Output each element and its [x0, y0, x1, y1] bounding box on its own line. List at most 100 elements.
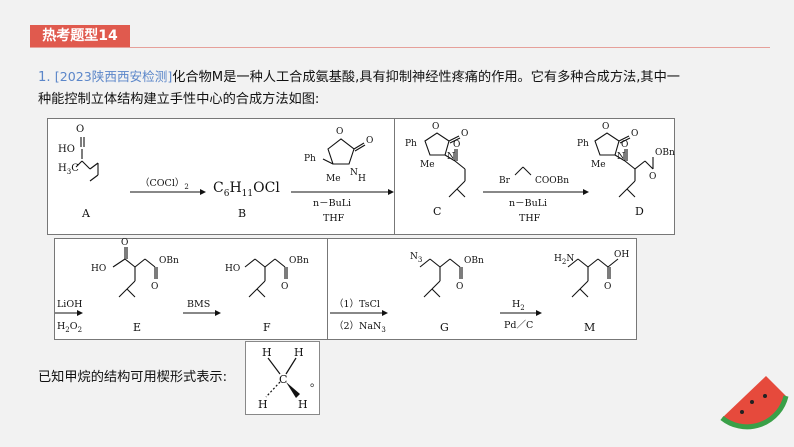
methane-wedge-bond — [286, 382, 300, 398]
atom-h: H — [294, 346, 304, 359]
question-line-2: 种能控制立体结构建立手性中心的合成方法如图: — [38, 92, 320, 107]
atom-ho: HO — [225, 264, 240, 274]
compound-d — [594, 132, 654, 198]
atom-o: O — [456, 282, 463, 292]
arrow-step-3 — [483, 189, 589, 195]
atom-o: O — [649, 172, 656, 182]
atom-h: H — [262, 346, 272, 359]
reagent-pdc: Pd／C — [504, 320, 533, 331]
watermelon-seed — [750, 400, 754, 404]
atom-ho: HO — [91, 264, 106, 274]
atom-o: O — [336, 127, 343, 137]
known-methane-text: 已知甲烷的结构可用楔形式表示: — [38, 370, 228, 385]
atom-obn: OBn — [464, 256, 484, 266]
atom-ph: Ph — [577, 139, 589, 149]
compound-a — [75, 137, 99, 182]
question-line-1: 化合物M是一种人工合成氨基酸,具有抑制神经性疼痛的作用。它有多种合成方法,其中一 — [172, 70, 680, 85]
compound-e — [112, 247, 158, 298]
topic-badge: 热考题型14 — [30, 25, 130, 47]
scheme-row-1-drawing: O HO H3C A （COCl）2 C6H11OCl B O O N H Ph… — [58, 124, 394, 224]
compound-f — [244, 258, 288, 298]
reagent-nbuli: n－BuLi — [509, 198, 547, 209]
atom-ph: Ph — [304, 154, 316, 164]
question-number: 1. — [38, 70, 51, 85]
arrow-step-6 — [330, 310, 388, 316]
atom-me: Me — [591, 160, 606, 170]
atom-obn: OBn — [159, 256, 179, 266]
atom-o: O — [604, 282, 611, 292]
reagent-tscl: （1）TsCl — [334, 298, 380, 310]
reagent-thf: THF — [323, 213, 345, 224]
atom-o: O — [461, 129, 468, 139]
atom-me: Me — [326, 174, 341, 184]
atom-h3c: H3C — [58, 163, 79, 176]
atom-o: O — [602, 122, 609, 132]
question-text: 1. [2023陕西西安检测]化合物M是一种人工合成氨基酸,具有抑制神经性疼痛的… — [38, 66, 778, 111]
bromoacetate-reagent — [514, 166, 532, 176]
arrow-step-5 — [183, 310, 221, 316]
reagent-lioh: LiOH — [57, 299, 82, 310]
atom-o: O — [432, 122, 439, 132]
atom-br: Br — [499, 176, 511, 186]
scheme-row-2-right-drawing: （1）TsCl （2）NaN3 N3 OBn O G — [330, 250, 629, 334]
atom-o: O — [631, 129, 638, 139]
atom-n: N — [617, 152, 625, 162]
label-f: F — [263, 321, 271, 334]
atom-n3: N3 — [410, 252, 422, 264]
atom-o: O — [621, 140, 628, 150]
scheme-row-2: LiOH H2O2 HO O OBn O E BMS — [54, 238, 637, 340]
label-m: M — [584, 321, 595, 334]
scheme-row-2-right: （1）TsCl （2）NaN3 N3 OBn O G — [327, 238, 637, 340]
atom-o: O — [453, 140, 460, 150]
atom-o: O — [151, 282, 158, 292]
scheme-row-1: O HO H3C A （COCl）2 C6H11OCl B O O N H Ph… — [47, 118, 675, 235]
compound-g — [419, 258, 463, 298]
scheme-row-1-right-drawing: Ph O O N Me O C Br COOBn n－BuLi THF — [405, 122, 675, 224]
atom-oh: OH — [614, 250, 629, 260]
reagent-h2o2: H2O2 — [57, 321, 82, 334]
atom-ph: Ph — [405, 139, 417, 149]
reagent-thf: THF — [519, 213, 541, 224]
atom-h: H — [258, 398, 268, 411]
compound-m — [567, 258, 619, 298]
atom-o: O — [121, 238, 128, 248]
watermelon-seed — [740, 410, 744, 414]
label-e: E — [133, 321, 141, 334]
period-mark: 。 — [310, 376, 321, 389]
scheme-row-1-right: Ph O O N Me O C Br COOBn n－BuLi THF — [394, 118, 675, 235]
watermelon-icon — [722, 376, 786, 427]
watermelon-seed — [763, 394, 767, 398]
reagent-coobn: COOBn — [535, 176, 569, 186]
watermelon-rind — [720, 395, 789, 430]
label-d: D — [635, 205, 644, 218]
atom-n: N — [447, 152, 455, 162]
methane-wedge-drawing: H H C H H 。 — [258, 346, 321, 411]
question-source: [2023陕西西安检测] — [54, 69, 173, 84]
atom-o: O — [366, 136, 373, 146]
arrow-step-1 — [130, 189, 206, 195]
atom-o: O — [281, 282, 288, 292]
reagent-cocl2: （COCl）2 — [140, 177, 189, 191]
atom-o: O — [76, 124, 84, 135]
methane-bonds — [265, 357, 297, 398]
atom-me: Me — [420, 160, 435, 170]
reagent-bms: BMS — [187, 299, 210, 310]
compound-c — [424, 132, 466, 198]
arrow-step-2 — [291, 189, 394, 195]
oxazolidinone-reagent — [322, 138, 366, 165]
atom-n: N — [350, 168, 358, 178]
reagent-nbuli: n－BuLi — [313, 198, 351, 209]
reagent-nan3: （2）NaN3 — [334, 320, 386, 334]
atom-h: H — [298, 398, 308, 411]
atom-obn: OBn — [289, 256, 309, 266]
atom-c: C — [279, 373, 287, 386]
atom-h2n: H2N — [554, 254, 574, 266]
label-a: A — [81, 207, 91, 220]
formula-b: C6H11OCl — [213, 180, 280, 199]
label-b: B — [238, 207, 246, 220]
arrow-step-7 — [500, 310, 542, 316]
methane-wedge-diagram: H H C H H 。 — [245, 341, 321, 415]
reagent-h2: H2 — [512, 299, 525, 312]
label-g: G — [440, 321, 449, 334]
atom-ho: HO — [58, 144, 75, 155]
